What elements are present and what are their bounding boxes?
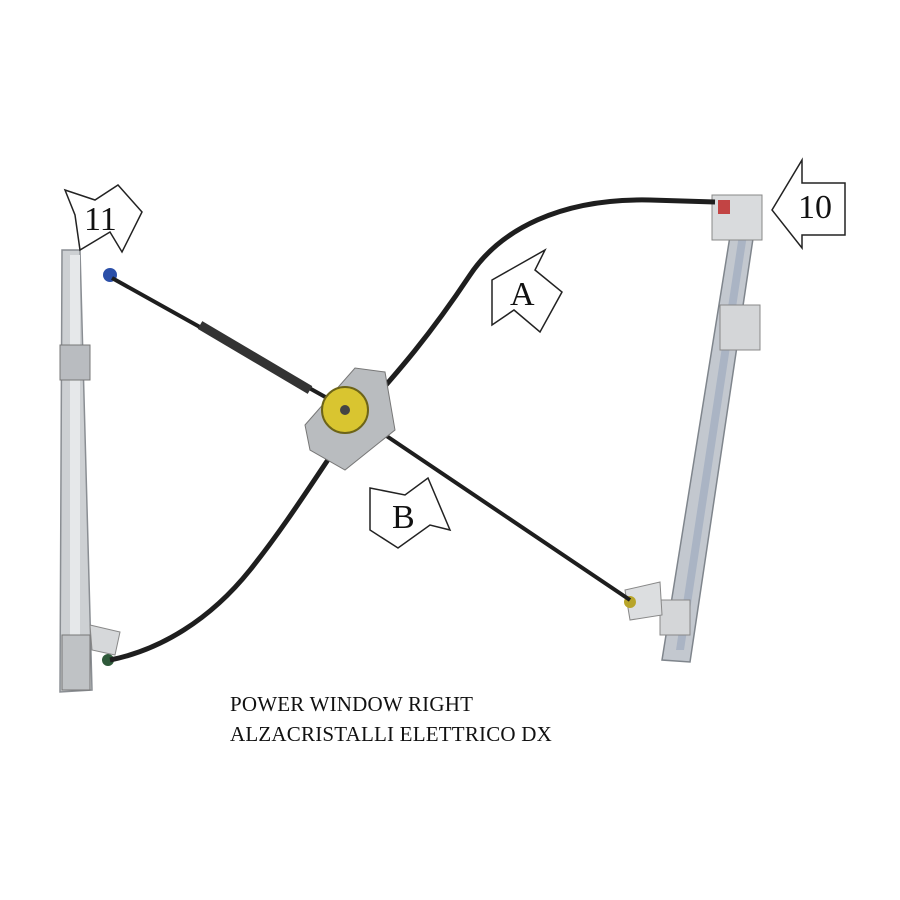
motor-drum [304, 367, 396, 471]
left-rail [59, 249, 121, 693]
callout-b-label: B [392, 499, 415, 536]
caption-line-2: ALZACRISTALLI ELETTRICO DX [230, 722, 552, 746]
cable-a [109, 197, 716, 663]
callout-a-label: A [510, 276, 535, 313]
callout-11: 11 [63, 184, 143, 254]
caption-line-1: POWER WINDOW RIGHT [230, 692, 474, 716]
callout-10: 10 [771, 157, 846, 251]
callout-11-label: 11 [84, 201, 117, 238]
callout-10-label: 10 [798, 189, 832, 226]
right-rail [624, 194, 763, 663]
callout-a: A [491, 248, 563, 334]
callout-b: B [369, 476, 452, 549]
